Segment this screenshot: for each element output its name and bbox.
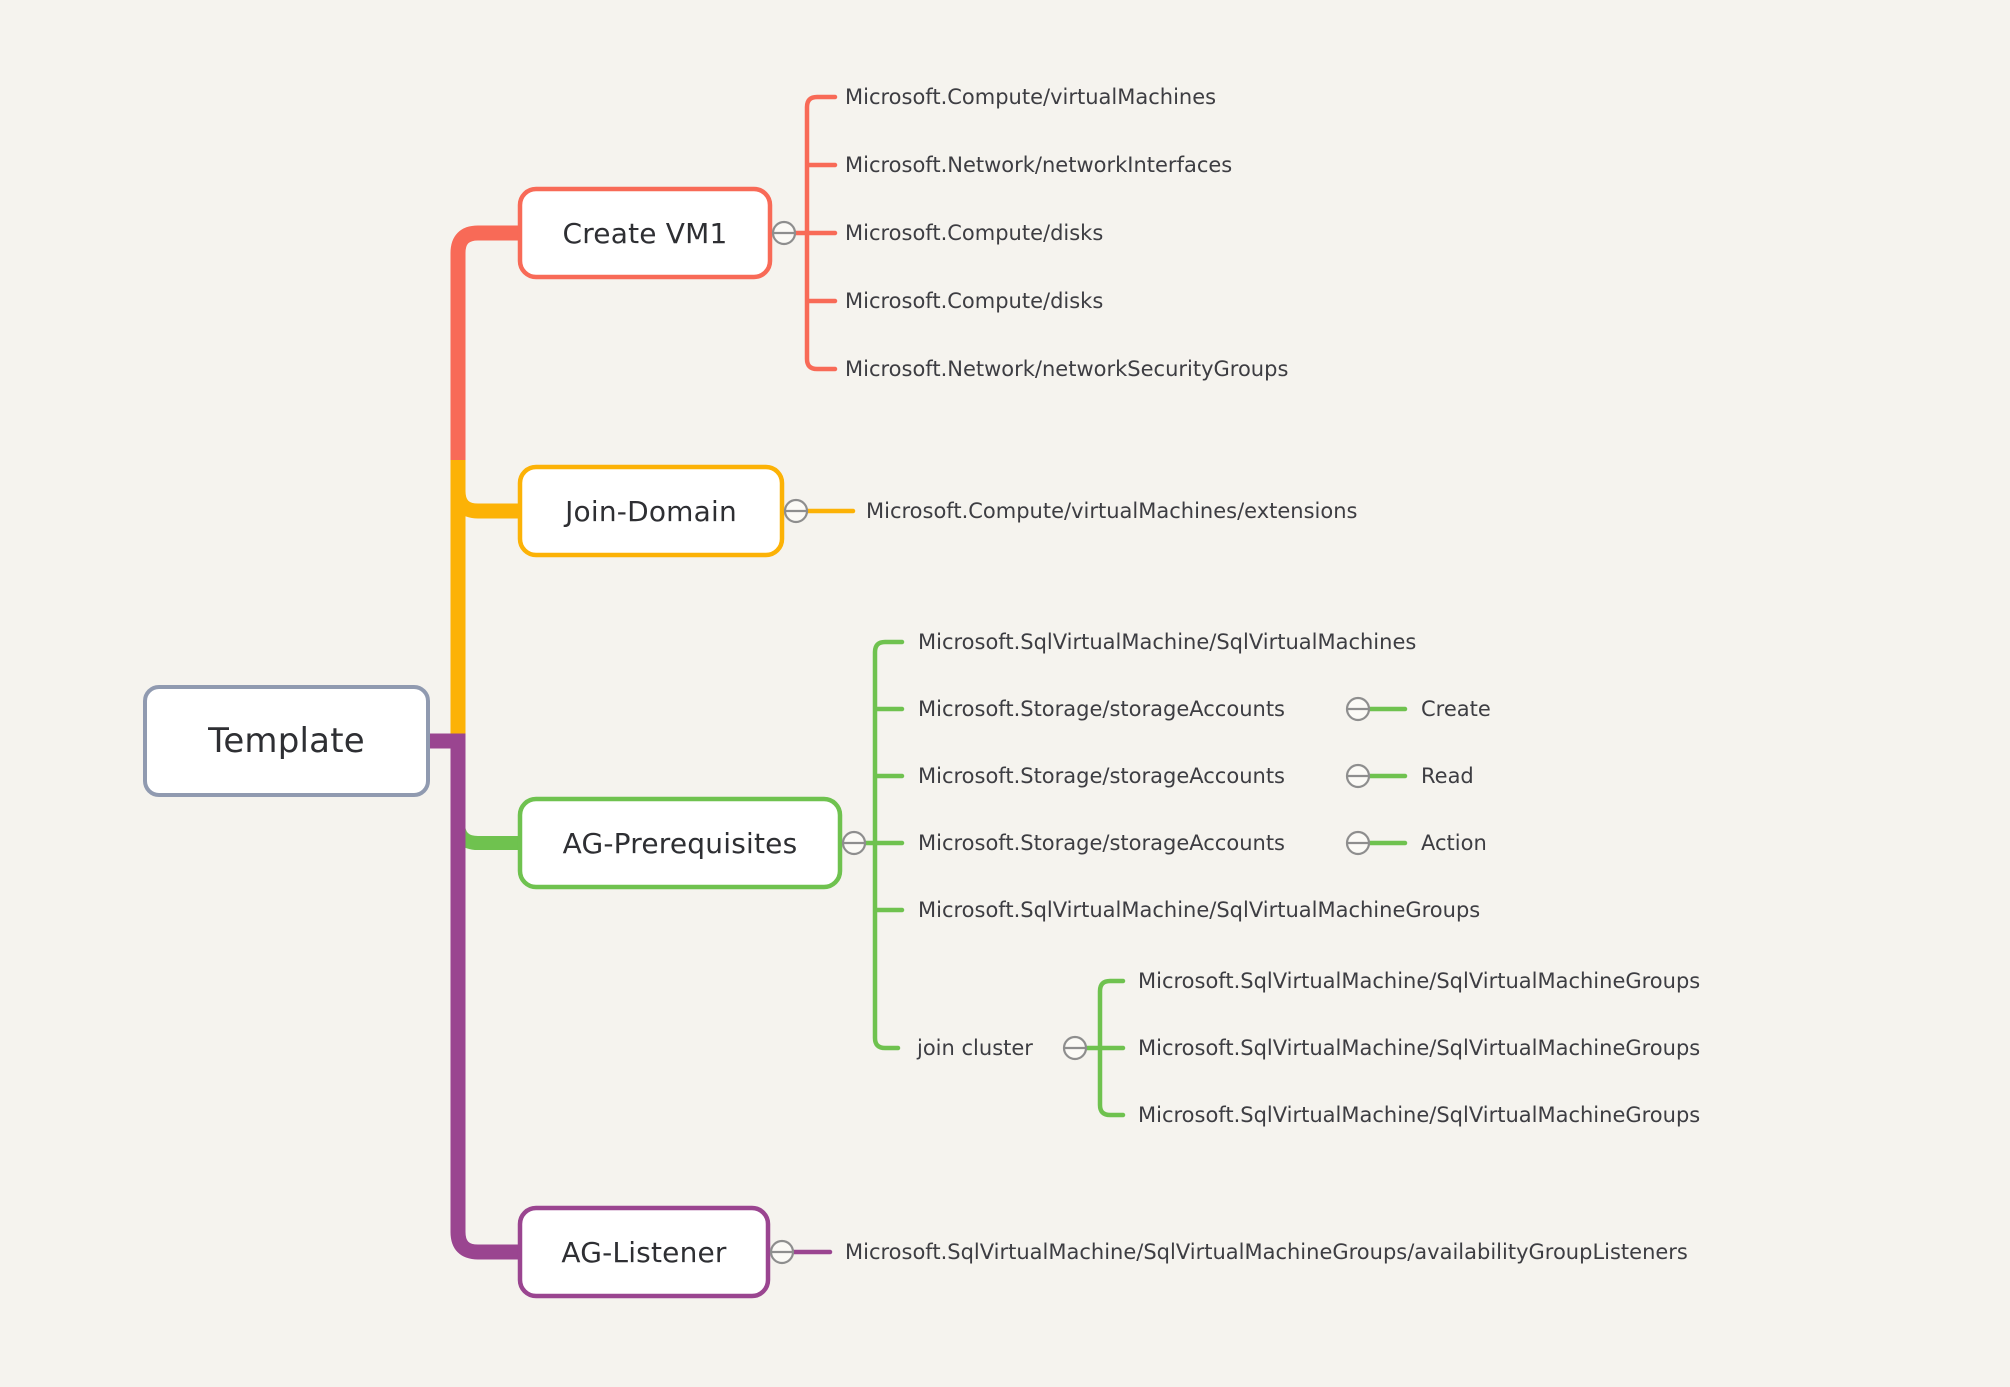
collapse-icon-create-vm1[interactable]	[771, 220, 797, 246]
branch-line-ag-prerequisites	[451, 822, 520, 850]
leaf-topic[interactable]: Microsoft.SqlVirtualMachine/SqlVirtualMa…	[1138, 969, 1701, 993]
branch-line-create-vm1	[450, 225, 520, 510]
leaf-topic[interactable]: Microsoft.Storage/storageAccounts	[918, 697, 1285, 721]
leaf-action-topic[interactable]: Action	[1421, 831, 1487, 855]
collapse-icon-storage-read[interactable]	[1345, 763, 1371, 789]
children-connector-create-vm1	[792, 94, 838, 372]
collapse-icon-join-domain[interactable]	[783, 498, 809, 524]
leaf-topic[interactable]: Microsoft.SqlVirtualMachine/SqlVirtualMa…	[845, 1240, 1688, 1264]
node-ag-prerequisites[interactable]: AG-Prerequisites	[562, 826, 798, 860]
leaf-join-cluster[interactable]: join cluster	[917, 1036, 1033, 1060]
node-ag-listener[interactable]: AG-Listener	[561, 1235, 727, 1269]
node-create-vm1[interactable]: Create VM1	[562, 216, 728, 250]
node-box-create-vm1	[517, 186, 773, 280]
leaf-topic[interactable]: Microsoft.Compute/disks	[845, 289, 1104, 313]
leaf-topic[interactable]: Microsoft.SqlVirtualMachine/SqlVirtualMa…	[1138, 1036, 1701, 1060]
node-template[interactable]: Template	[208, 721, 365, 761]
children-connector-join-cluster	[1083, 978, 1126, 1118]
leaf-action-topic[interactable]: Read	[1421, 764, 1474, 788]
node-box-ag-listener	[517, 1205, 771, 1299]
leaf-topic[interactable]: Microsoft.Compute/virtualMachines	[845, 85, 1217, 109]
leaf-topic[interactable]: Microsoft.SqlVirtualMachine/SqlVirtualMa…	[918, 898, 1481, 922]
leaf-topic[interactable]: Microsoft.SqlVirtualMachine/SqlVirtualMa…	[918, 630, 1417, 654]
node-box-join-domain	[517, 464, 785, 558]
node-box-template	[143, 685, 430, 797]
collapse-icon-ag-listener[interactable]	[769, 1239, 795, 1265]
branch-line-join-domain	[450, 460, 520, 748]
branch-line-ag-listener	[428, 733, 520, 1260]
collapse-icon-ag-prerequisites[interactable]	[841, 830, 867, 856]
collapse-icon-join-cluster[interactable]	[1062, 1035, 1088, 1061]
leaf-action-topic[interactable]: Create	[1421, 697, 1491, 721]
children-connector-ag-prerequisites	[862, 639, 905, 1051]
leaf-topic[interactable]: Microsoft.Network/networkInterfaces	[845, 153, 1233, 177]
leaf-topic[interactable]: Microsoft.Network/networkSecurityGroups	[845, 357, 1289, 381]
collapse-icon-storage-action[interactable]	[1345, 830, 1371, 856]
leaf-topic[interactable]: Microsoft.Storage/storageAccounts	[918, 831, 1285, 855]
leaf-topic[interactable]: Microsoft.Storage/storageAccounts	[918, 764, 1285, 788]
leaf-topic[interactable]: Microsoft.SqlVirtualMachine/SqlVirtualMa…	[1138, 1103, 1701, 1127]
leaf-topic[interactable]: Microsoft.Compute/virtualMachines/extens…	[866, 499, 1358, 523]
collapse-icon-storage-create[interactable]	[1345, 696, 1371, 722]
leaf-topic[interactable]: Microsoft.Compute/disks	[845, 221, 1104, 245]
node-join-domain[interactable]: Join-Domain	[565, 494, 737, 528]
node-box-ag-prerequisites	[517, 796, 843, 890]
